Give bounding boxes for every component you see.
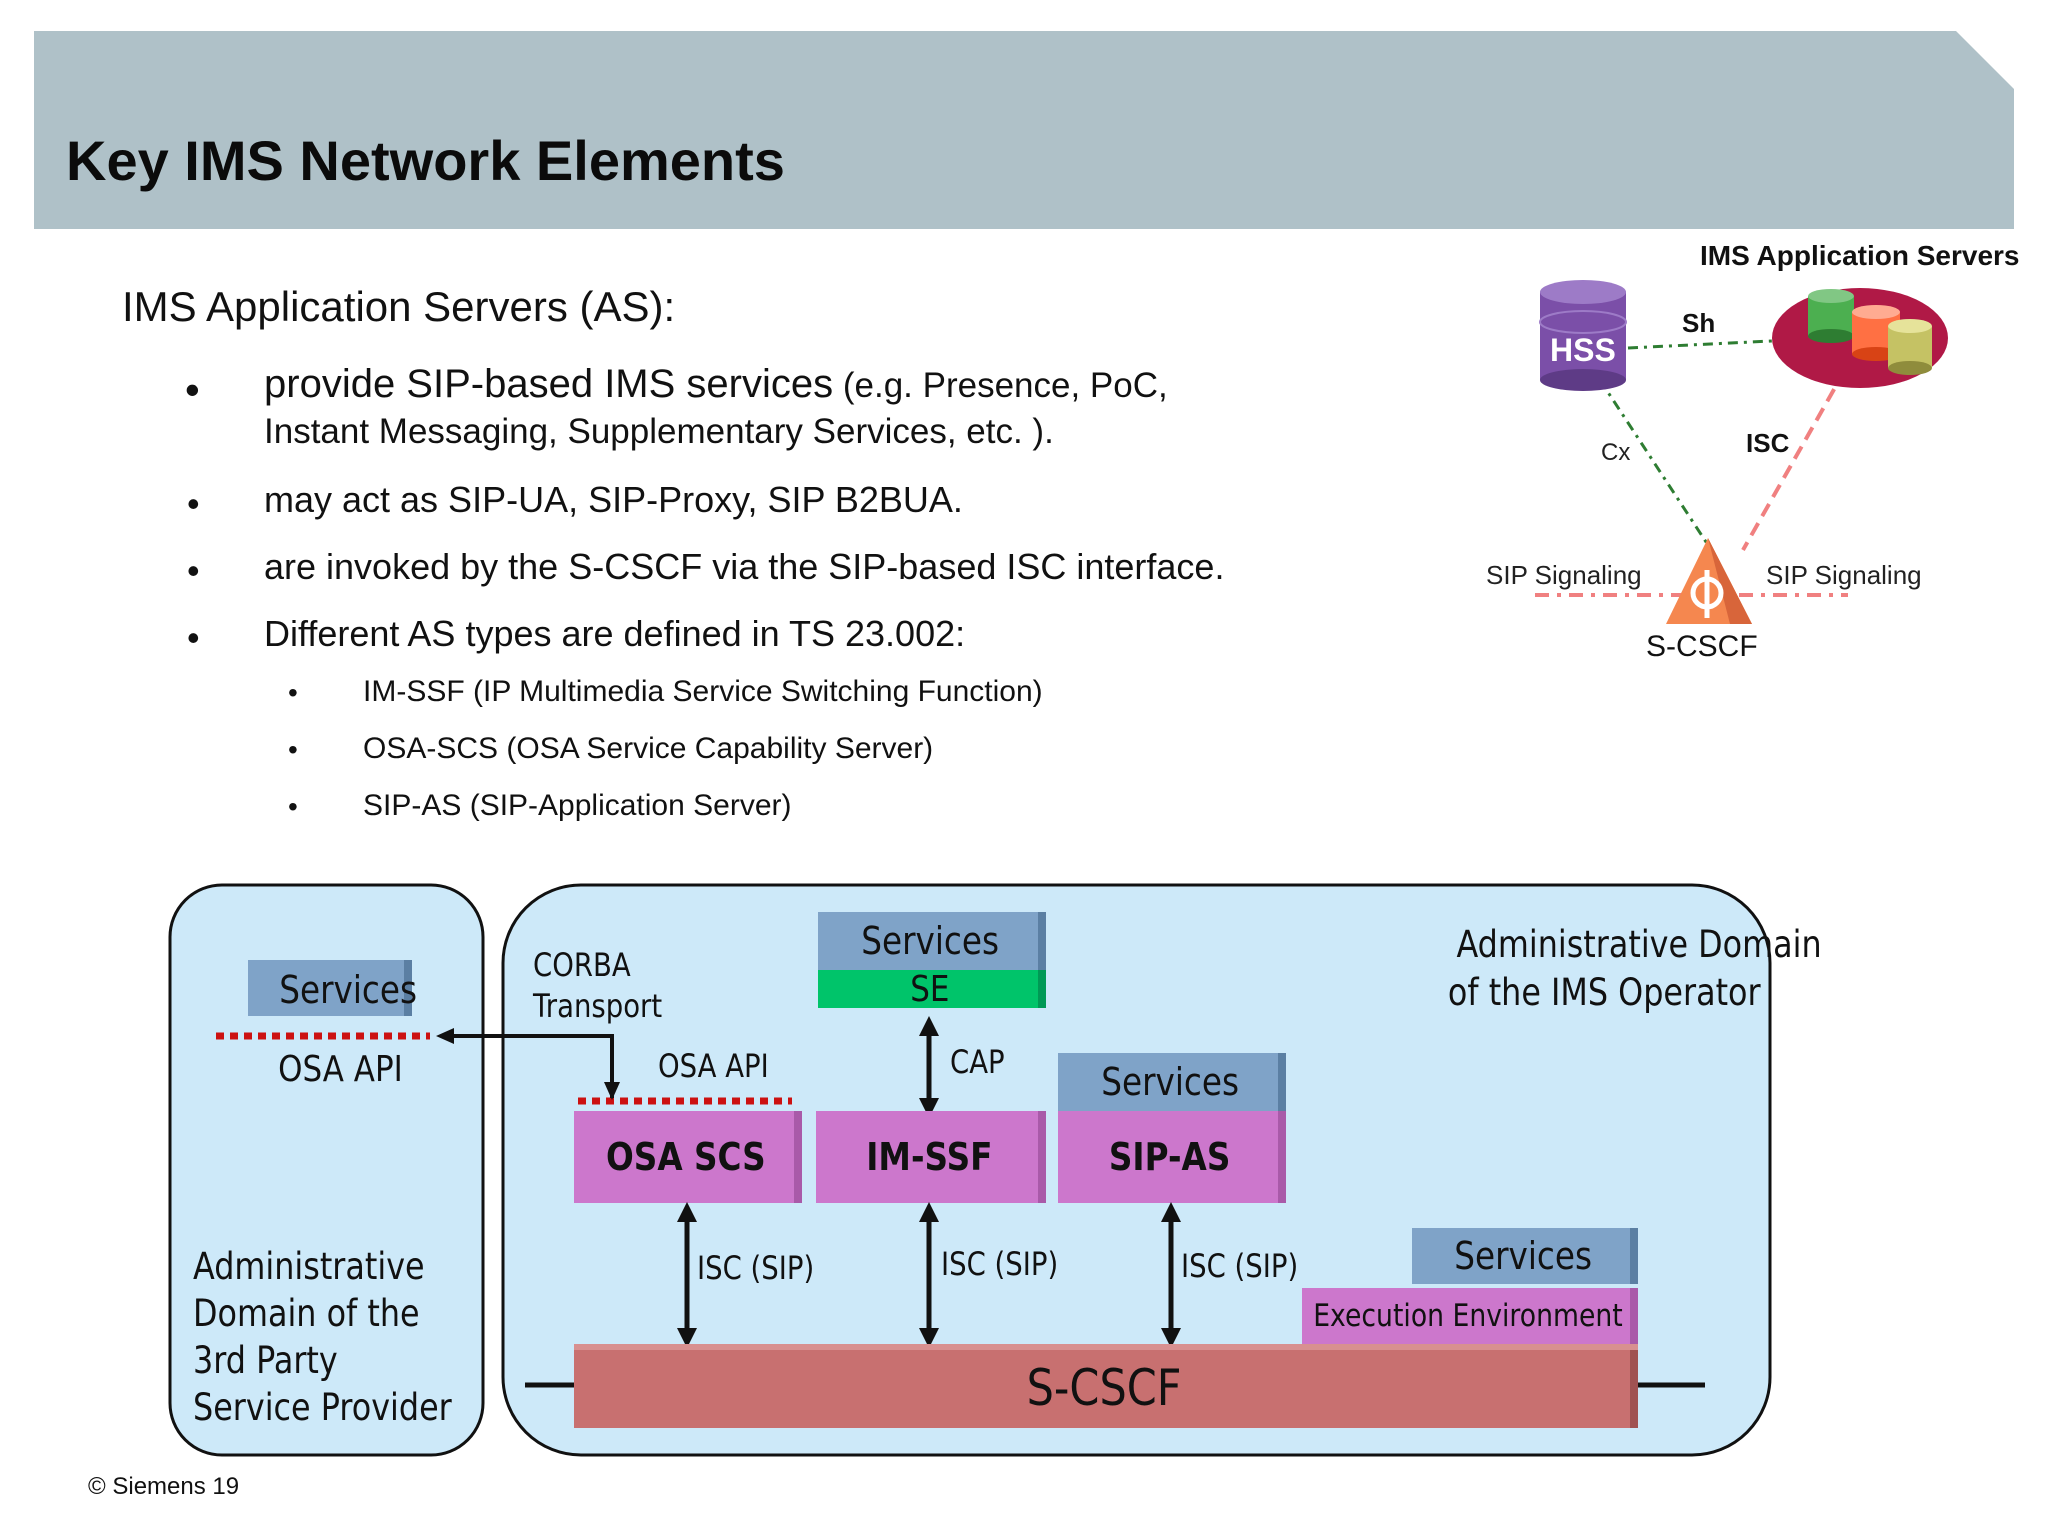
cx-label: Cx [1601,439,1630,466]
corba-transport-label: CORBA Transport [533,945,683,1027]
domain-line: of the IMS Operator [1447,971,1761,1014]
application-servers-icon [1772,288,1948,388]
se-services-label: Services [861,919,999,963]
sip-signaling-right: SIP Signaling [1766,560,1922,590]
bullet-1-detail-2: Instant Messaging, Supplementary Service… [264,412,1054,451]
ims-mini-diagram: IMS Application Servers HSS Sh Cx ISC SI… [1486,240,2020,663]
header-band [34,31,2014,229]
arrowhead [604,1082,620,1100]
im-ssf-box [816,1111,1042,1203]
execution-environment-label: Execution Environment [1313,1298,1623,1334]
sub-bullet-1: IM-SSF (IP Multimedia Service Switching … [363,675,1043,708]
osa-scs-label: OSA SCS [606,1135,766,1179]
scscf-label: S-CSCF [1026,1359,1182,1417]
bullet-glyph: • [288,791,298,822]
sip-as-box [1058,1111,1282,1203]
third-party-services-box [248,960,408,1016]
isc-sip-label: ISC (SIP) [941,1245,1059,1283]
scscf-box [574,1348,1634,1428]
im-ssf-label: IM-SSF [865,1135,993,1179]
sh-link [1627,338,1793,350]
bullet-1-line: provide SIP-based IMS services (e.g. Pre… [264,362,1168,407]
mini-diagram-title: IMS Application Servers [1700,240,2020,271]
osa-scs-box [574,1111,798,1203]
domain-line: Administrative Domain [1456,923,1822,966]
bullet-glyph: • [187,483,200,524]
corba-transport-connector [450,1034,614,1098]
bullet-glyph: • [185,366,200,413]
bullet-4: Different AS types are defined in TS 23.… [264,613,966,654]
hss-database-icon [1539,280,1627,391]
sub-bullet-3: SIP-AS (SIP-Application Server) [363,789,792,822]
scscf-mini-label: S-CSCF [1646,630,1758,663]
hss-label: HSS [1550,332,1616,368]
bullet-3: are invoked by the S-CSCF via the SIP-ba… [264,546,1225,587]
page-title: Key IMS Network Elements [66,129,785,192]
exec-services-label: Services [1454,1234,1592,1278]
se-label: SE [910,968,950,1010]
se-services-box [818,912,1042,970]
bullet-glyph: • [187,550,200,591]
execution-environment-box [1302,1288,1634,1344]
bullet-1-detail: (e.g. Presence, PoC, [833,366,1168,405]
sh-label: Sh [1682,308,1715,338]
third-party-services-label: Services [279,968,418,1012]
domain-line: Administrative [193,1245,425,1288]
third-party-domain-label: Administrative Domain of the 3rd Party S… [193,1243,494,1431]
sip-signaling-left: SIP Signaling [1486,560,1642,590]
bullet-glyph: • [187,617,200,658]
isc-sip-label: ISC (SIP) [697,1249,815,1287]
copyright-footer: © Siemens 19 [88,1473,240,1500]
sip-as-services-box [1058,1053,1282,1111]
domain-line: 3rd Party [193,1339,338,1382]
sip-as-services-label: Services [1101,1060,1239,1104]
osa-api-label: OSA API [658,1047,769,1085]
bullet-1-main: provide SIP-based IMS services [264,362,834,406]
corba-line: CORBA [533,946,631,984]
isc-sip-label: ISC (SIP) [1181,1247,1299,1285]
content-heading: IMS Application Servers (AS): [122,283,676,330]
se-box [818,970,1042,1008]
domain-line: Domain of the [193,1292,420,1335]
exec-services-box [1412,1228,1634,1284]
third-party-osa-api-label: OSA API [278,1049,403,1090]
bullet-glyph: • [288,677,298,708]
sip-as-label: SIP-AS [1109,1135,1231,1179]
arrowhead [436,1028,454,1044]
as-architecture-diagram [168,883,1772,1457]
cap-label: CAP [950,1043,1005,1081]
domain-line: Service Provider [193,1386,452,1429]
third-party-domain [168,883,485,1457]
bullet-2: may act as SIP-UA, SIP-Proxy, SIP B2BUA. [264,479,963,520]
isc-label: ISC [1746,428,1790,458]
cx-link [1598,379,1712,549]
isc-link [1741,369,1847,551]
scscf-router-icon [1666,538,1752,624]
sub-bullet-2: OSA-SCS (OSA Service Capability Server) [363,732,934,765]
operator-domain-label: Administrative Domain of the IMS Operato… [1397,921,1822,1017]
corba-line: Transport [533,987,663,1025]
bullet-glyph: • [288,734,298,765]
